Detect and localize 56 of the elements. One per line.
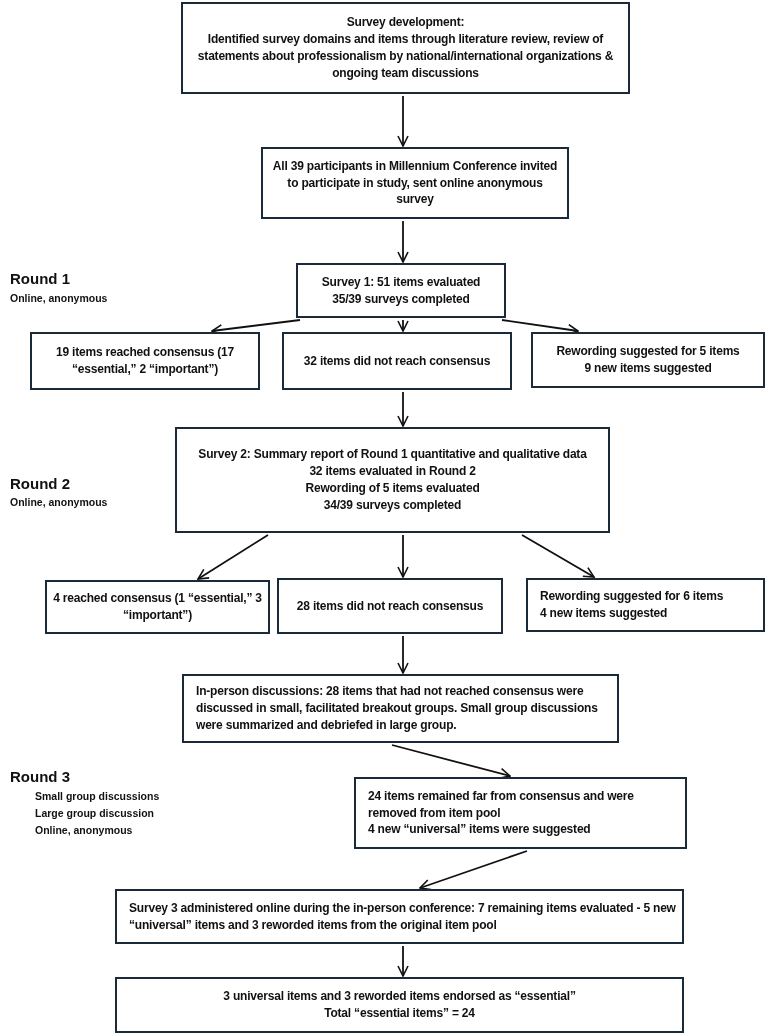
box-text: 4 reached consensus (1 “essential,” 3 “important”) [53,590,262,624]
process-box [282,332,512,390]
process-box [531,332,765,388]
box-text: In-person discussions: 28 items that had not reached consensus were discussed in small, facilitated breakout groups. Small group discussions were summarized and debriefed in large group. [196,683,599,734]
round-note: Online, anonymous [10,292,108,304]
process-box [182,674,619,743]
round-heading: Round 3 [10,768,70,785]
process-box [526,578,765,632]
box-text: Rewording suggested for 6 items [540,588,725,605]
box-text: All 39 participants in Millennium Conference invited to participate in study, sent online anonymous survey [271,157,559,209]
process-box [45,580,270,634]
process-box [175,427,610,533]
arrow [419,850,528,891]
arrow [197,534,269,580]
arrow [397,95,409,147]
arrow [397,534,409,578]
box-text: Survey development: [345,14,466,32]
arrow [397,319,409,332]
box-text: Rewording suggested for 5 items [555,343,741,360]
box-text: 28 items did not reach consensus [295,597,485,615]
box-text: 35/39 surveys completed [331,290,471,308]
arrow [521,534,595,578]
round-note: Online, anonymous [35,824,133,836]
arrow [391,744,511,780]
round-note: Small group discussions [35,790,160,802]
box-text: 3 universal items and 3 reworded items endorsed as “essential” [222,988,577,1005]
box-text: 9 new items suggested [583,360,713,377]
box-text: Survey 1: 51 items evaluated [320,273,482,291]
box-text: 24 items remained far from consensus and were removed from item pool [368,787,635,822]
process-box [277,578,503,634]
box-text: Survey 3 administered online during the in-person conference: 7 remaining items evaluated - 5 new “universal” items and 3 reworded items from the original item pool [129,899,676,934]
round-heading: Round 1 [10,270,70,287]
process-box [261,147,569,219]
arrow [397,391,409,427]
process-box [30,332,260,390]
box-text: 19 items reached consensus (17 “essential,” 2 “important”) [54,344,236,378]
arrow [397,635,409,674]
box-text: 32 items evaluated in Round 2 [308,463,477,480]
box-text: 4 new items suggested [540,605,669,622]
box-text: Identified survey domains and items through literature review, review of statements about professionalism by national/international organizations & ongoing team discussions [196,31,615,82]
box-text: Total “essential items” = 24 [323,1005,476,1022]
arrow [397,945,409,977]
round-note: Online, anonymous [10,496,108,508]
round-note: Large group discussion [35,807,155,819]
process-box [296,263,506,318]
box-text: 32 items did not reach consensus [302,352,492,370]
box-text: 4 new “universal” items were suggested [368,821,592,839]
process-box [115,889,684,944]
box-text: Survey 2: Summary report of Round 1 quantitative and qualitative data [197,446,588,464]
box-text: Rewording of 5 items evaluated [304,480,481,497]
process-box [354,777,687,849]
round-heading: Round 2 [10,475,70,492]
process-box [181,2,630,94]
box-text: 34/39 surveys completed [322,496,463,514]
arrow [397,220,409,263]
process-box [115,977,684,1033]
